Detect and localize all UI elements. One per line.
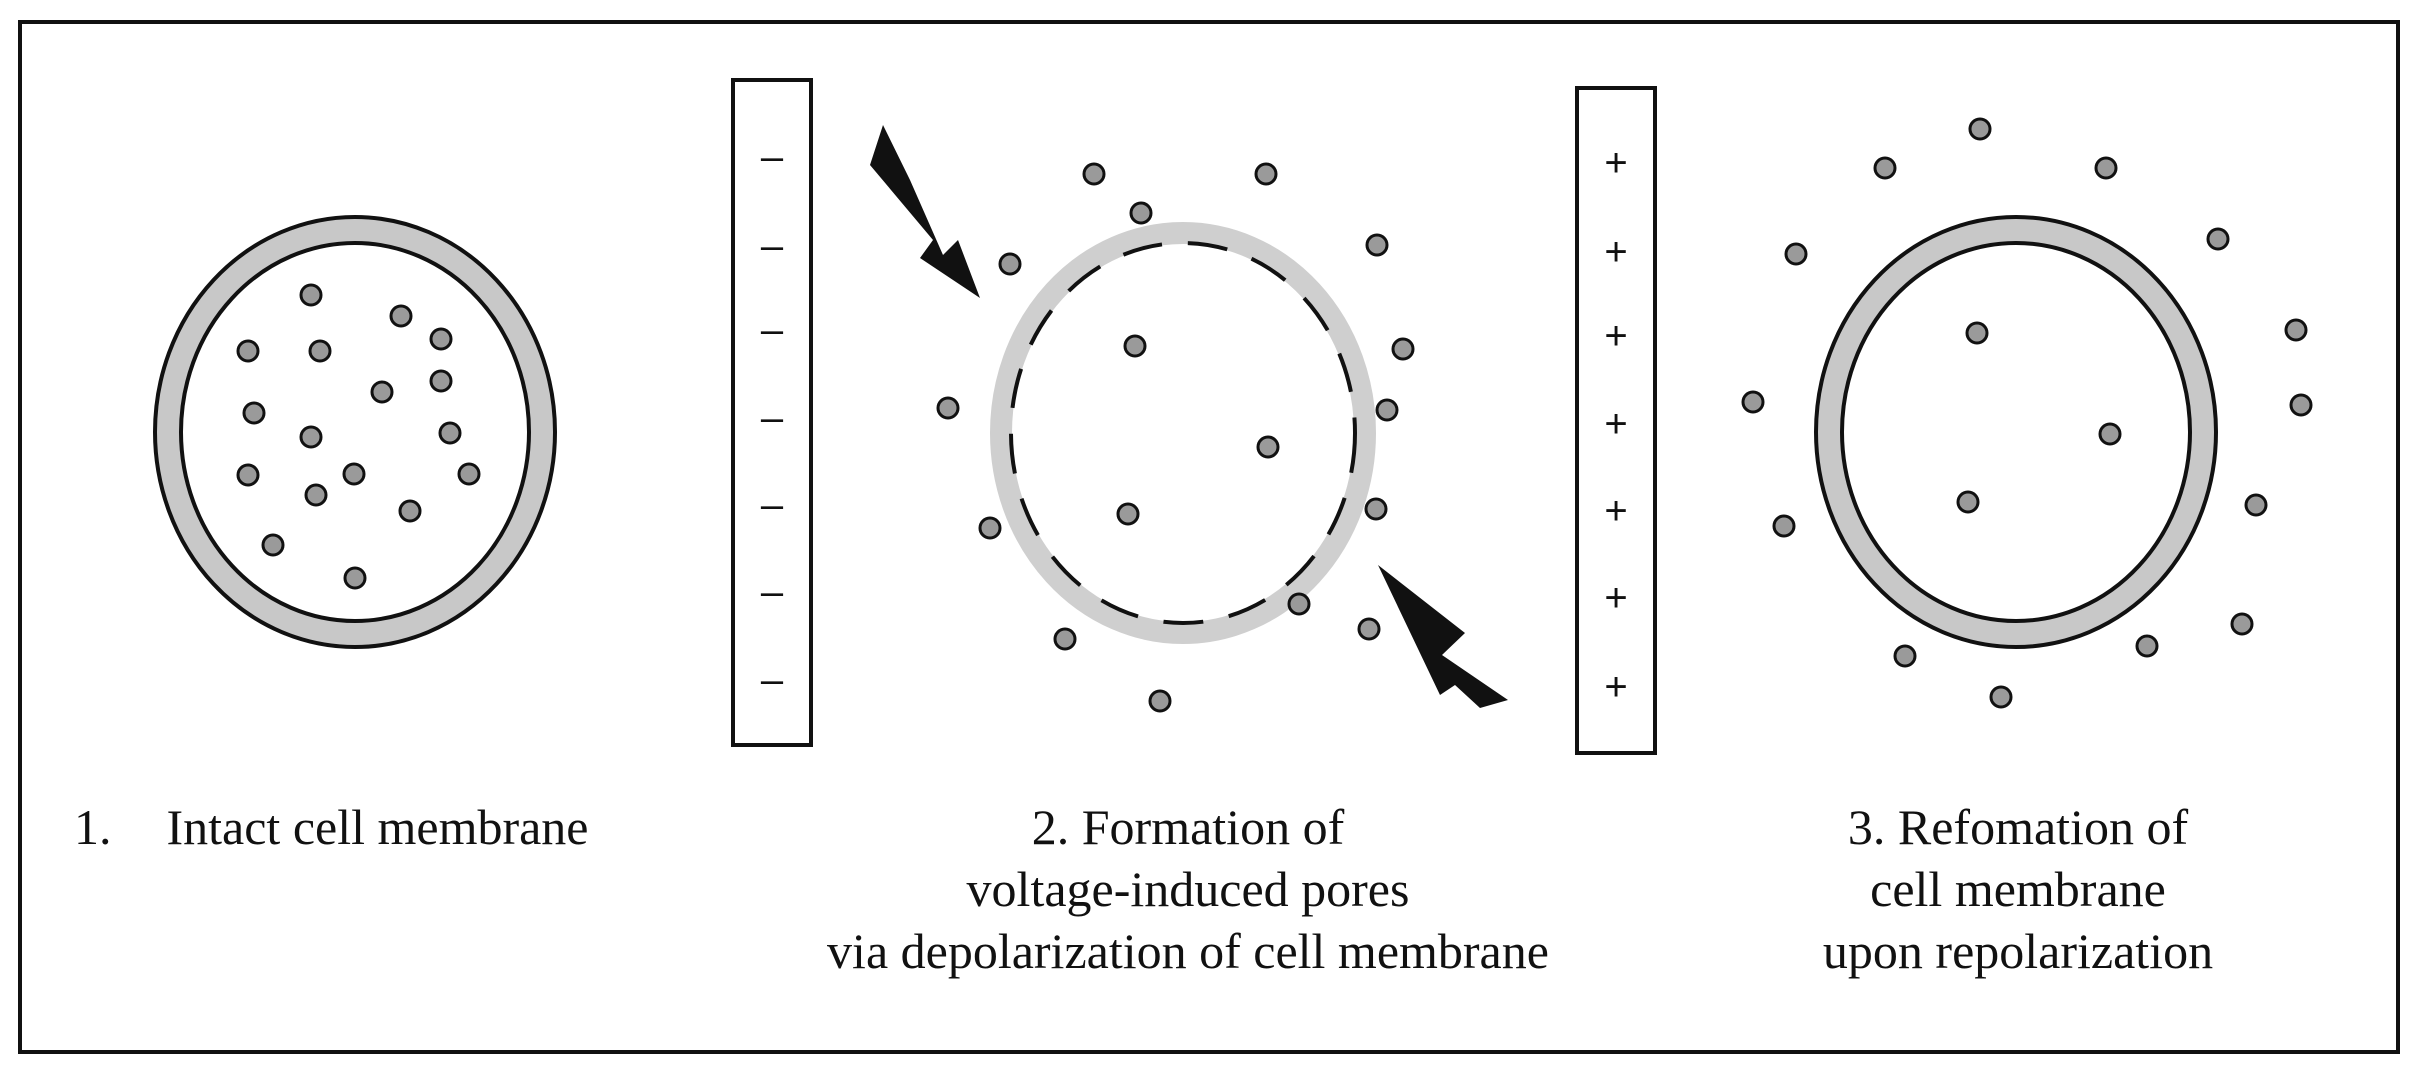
molecule-dot bbox=[1391, 337, 1415, 361]
panel-2-molecules bbox=[936, 162, 1415, 713]
molecule-dot bbox=[429, 369, 453, 393]
lightning-bolt-icon bbox=[1378, 565, 1508, 708]
molecule-dot bbox=[438, 421, 462, 445]
molecule-dot bbox=[1148, 689, 1172, 713]
caption-line: via depolarization of cell membrane bbox=[827, 923, 1549, 979]
cell-interior bbox=[1840, 241, 2192, 623]
panel-2-caption: 2. Formation of voltage-induced pores vi… bbox=[827, 796, 1549, 982]
panel-2-porated-cell bbox=[870, 125, 1508, 713]
molecule-dot bbox=[2289, 393, 2313, 417]
molecule-dot bbox=[1364, 497, 1388, 521]
charge-sign: + bbox=[1604, 230, 1627, 274]
molecule-dot bbox=[1968, 117, 1992, 141]
charge-sign: + bbox=[1604, 402, 1627, 446]
molecule-dot bbox=[1082, 162, 1106, 186]
molecule-dot bbox=[236, 339, 260, 363]
caption-line: 2. Formation of bbox=[1031, 799, 1345, 855]
molecule-dot bbox=[998, 252, 1022, 276]
molecule-dot bbox=[2284, 318, 2308, 342]
charge-sign: + bbox=[1604, 576, 1627, 620]
molecule-dot bbox=[2098, 422, 2122, 446]
lightning-bolt-icon bbox=[870, 125, 980, 298]
molecule-dot bbox=[1053, 627, 1077, 651]
negative-electrode: – – – – – – – bbox=[731, 78, 813, 747]
molecule-dot bbox=[389, 304, 413, 328]
molecule-dot bbox=[1123, 334, 1147, 358]
panel-1-molecules bbox=[236, 283, 481, 590]
figure-frame bbox=[18, 20, 2400, 1054]
molecule-dot bbox=[242, 401, 266, 425]
negative-charge-signs: – – – – – – – bbox=[761, 135, 784, 702]
positive-charge-signs: + + + + + + + bbox=[1604, 141, 1627, 709]
panel-3-caption: 3. Refomation of cell membrane upon repo… bbox=[1823, 796, 2213, 982]
molecule-dot bbox=[1956, 490, 1980, 514]
caption-line: voltage-induced pores bbox=[966, 861, 1410, 917]
molecule-dot bbox=[936, 396, 960, 420]
molecule-dot bbox=[343, 566, 367, 590]
caption-line: upon repolarization bbox=[1822, 923, 2214, 979]
molecule-dot bbox=[978, 516, 1002, 540]
porous-inner-membrane bbox=[1009, 241, 1357, 625]
molecule-dot bbox=[2206, 227, 2230, 251]
molecule-dot bbox=[1784, 242, 1808, 266]
molecule-dot bbox=[2244, 493, 2268, 517]
molecule-dot bbox=[1741, 390, 1765, 414]
molecule-dot bbox=[1357, 617, 1381, 641]
charge-sign: – bbox=[761, 224, 784, 268]
molecule-dot bbox=[261, 533, 285, 557]
molecule-dot bbox=[2230, 612, 2254, 636]
charge-sign: + bbox=[1604, 141, 1627, 185]
molecule-dot bbox=[457, 462, 481, 486]
molecule-dot bbox=[1893, 644, 1917, 668]
molecule-dot bbox=[1873, 156, 1897, 180]
molecule-dot bbox=[304, 483, 328, 507]
charge-sign: – bbox=[761, 396, 784, 440]
cell-interior bbox=[179, 241, 531, 623]
panel-3-resealed-cell bbox=[1741, 117, 2313, 709]
negative-electrode-plate bbox=[731, 78, 813, 747]
molecule-dot bbox=[1965, 321, 1989, 345]
charge-sign: – bbox=[761, 135, 784, 179]
molecule-dot bbox=[308, 339, 332, 363]
charge-sign: + bbox=[1604, 314, 1627, 358]
permeabilized-membrane bbox=[990, 222, 1376, 644]
molecule-dot bbox=[2135, 634, 2159, 658]
molecule-dot bbox=[1129, 201, 1153, 225]
molecule-dot bbox=[429, 327, 453, 351]
molecule-dot bbox=[1254, 162, 1278, 186]
charge-sign: – bbox=[761, 570, 784, 614]
panel-3-molecules bbox=[1741, 117, 2313, 709]
molecule-dot bbox=[1365, 233, 1389, 257]
charge-sign: – bbox=[761, 658, 784, 702]
panel-1-caption: 1. Intact cell membrane bbox=[74, 796, 589, 858]
charge-sign: + bbox=[1604, 489, 1627, 533]
molecule-dot bbox=[370, 380, 394, 404]
molecule-dot bbox=[342, 462, 366, 486]
molecule-dot bbox=[1375, 398, 1399, 422]
molecule-dot bbox=[236, 463, 260, 487]
molecule-dot bbox=[1256, 435, 1280, 459]
molecule-dot bbox=[1116, 502, 1140, 526]
molecule-dot bbox=[1989, 685, 2013, 709]
caption-line: cell membrane bbox=[1870, 861, 2166, 917]
molecule-dot bbox=[299, 425, 323, 449]
positive-electrode-plate bbox=[1575, 86, 1657, 755]
molecule-dot bbox=[2094, 156, 2118, 180]
caption-line: 3. Refomation of bbox=[1847, 799, 2189, 855]
molecule-dot bbox=[299, 283, 323, 307]
charge-sign: – bbox=[761, 308, 784, 352]
charge-sign: – bbox=[761, 483, 784, 527]
positive-electrode: + + + + + + + bbox=[1575, 86, 1657, 755]
charge-sign: + bbox=[1604, 665, 1627, 709]
caption-number: 1. bbox=[74, 799, 112, 855]
molecule-dot bbox=[1772, 514, 1796, 538]
caption-text: Intact cell membrane bbox=[166, 799, 589, 855]
molecule-dot bbox=[398, 499, 422, 523]
molecule-dot bbox=[1287, 592, 1311, 616]
panel-1-intact-cell bbox=[153, 215, 557, 649]
